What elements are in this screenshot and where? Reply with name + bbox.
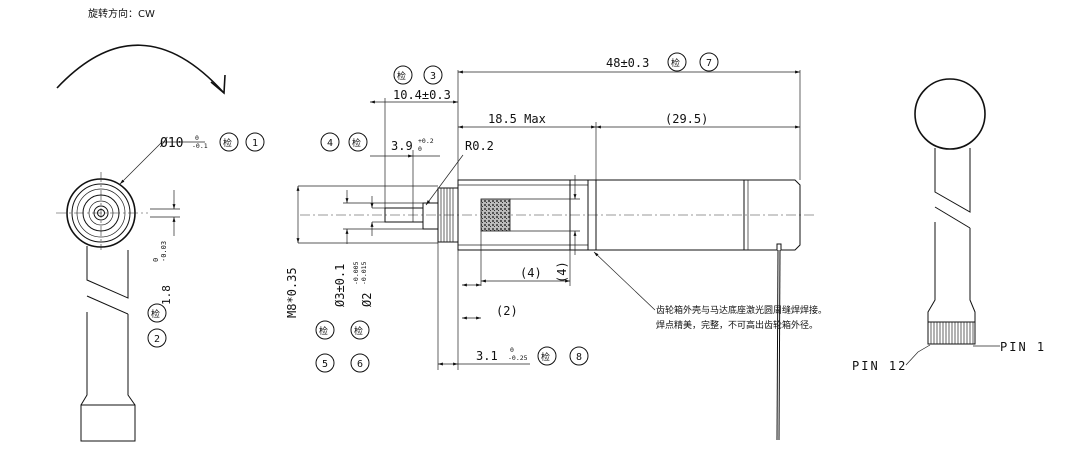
inspection-7-number: 7 [706, 58, 712, 69]
dim-29-5: (29.5) [665, 112, 708, 126]
inspection-5-number: 5 [322, 359, 328, 370]
dim-48: 48±0.3 [606, 56, 649, 70]
dim-3-1: 3.1 [476, 349, 498, 363]
inspection-2-number: 2 [154, 334, 160, 345]
inspection-2: 检 2 [147, 303, 167, 348]
dim-dia-2: Ø2 [360, 293, 374, 307]
side-view [300, 179, 815, 441]
rotation-arrow-head [210, 74, 226, 95]
dim-10-4: 10.4±0.3 [393, 88, 451, 102]
pin-12-label: PIN 12 [852, 359, 907, 373]
inspection-1-mark: 检 [223, 137, 232, 149]
end-view: 1.8 0 -0.03 Ø10 0 -0.1 [56, 134, 208, 442]
dim-1-8: 1.8 [160, 285, 173, 305]
dim-3-9-tol-up: +0.2 [418, 137, 434, 145]
rotation-arrow [56, 44, 225, 94]
inspection-6-number: 6 [357, 359, 363, 370]
dim-1-8-tol-dn: -0.03 [160, 241, 168, 262]
inspection-8-number: 8 [576, 352, 582, 363]
inspection-8-mark: 检 [541, 351, 550, 363]
inspection-6-mark: 检 [354, 325, 363, 337]
dim-3-9: 3.9 [391, 139, 413, 153]
dim-dia-3: Ø3±0.1 [333, 264, 347, 307]
dim-dia-10-tol-dn: -0.1 [192, 142, 208, 150]
dim-3-1-tol-dn: -0.25 [508, 354, 528, 362]
flex-view: PIN 12 PIN 1 [852, 78, 1046, 373]
dim-1-8-tol-up: 0 [152, 258, 160, 262]
inspection-4-mark: 检 [352, 137, 361, 149]
rotation-label: 旋转方向：CW [88, 7, 155, 20]
flex-cable-upper [86, 246, 129, 299]
flex-view-motor-circle [914, 78, 986, 150]
inspection-7-mark: 检 [671, 57, 680, 69]
flex-connector-pins [927, 321, 976, 345]
inspection-1-number: 1 [252, 138, 258, 149]
dim-r0-2: R0.2 [465, 139, 494, 153]
inspection-4-number: 4 [327, 138, 333, 149]
inspection-3-number: 3 [430, 71, 436, 82]
flex-cable-side [776, 249, 779, 441]
product-label [480, 198, 511, 232]
weld-note: 齿轮箱外壳与马达底座激光圆周缝焊焊接。 焊点精美，完整，不可高出齿轮箱外径。 [593, 251, 827, 331]
dim-dia-2-tol-dn: -0.015 [360, 261, 368, 285]
inspection-1: 检 1 [219, 132, 265, 152]
dim-2: (2) [496, 304, 518, 318]
dim-dia-2-tol-up: -0.005 [352, 261, 360, 285]
pin-1-label: PIN 1 [1000, 340, 1046, 354]
dim-dia-10-tol-up: 0 [195, 134, 199, 142]
rotation-indicator: 旋转方向：CW [56, 7, 226, 95]
inspection-5-mark: 检 [319, 325, 328, 337]
weld-note-line-2: 焊点精美，完整，不可高出齿轮箱外径。 [656, 319, 818, 331]
dimensions-bottom: (4) (4) (2) 3.1 0 -0.25 检 8 [437, 175, 589, 370]
weld-note-line-1: 齿轮箱外壳与马达底座激光圆周缝焊焊接。 [656, 304, 827, 316]
dim-18-5: 18.5 Max [488, 112, 546, 126]
dim-4-horizontal: (4) [520, 266, 542, 280]
dim-4-vertical: (4) [555, 261, 569, 283]
dim-m8: M8*0.35 [285, 267, 299, 318]
dim-3-1-tol-up: 0 [510, 346, 514, 354]
dim-dia-10: Ø10 [160, 136, 183, 151]
inspection-3-mark: 检 [397, 70, 406, 82]
dimensions-left: M8*0.35 Ø3±0.1 Ø2 -0.005 -0.015 检 5 检 6 [285, 185, 438, 373]
motor-end-cap [743, 179, 801, 251]
dim-3-9-tol-dn: 0 [418, 145, 422, 153]
inspection-2-mark: 检 [151, 308, 160, 320]
dimensions-top: 48±0.3 检 7 检 3 10.4±0.3 18.5 Max (29.5) … [320, 52, 801, 208]
flex-connector-end [80, 404, 136, 442]
